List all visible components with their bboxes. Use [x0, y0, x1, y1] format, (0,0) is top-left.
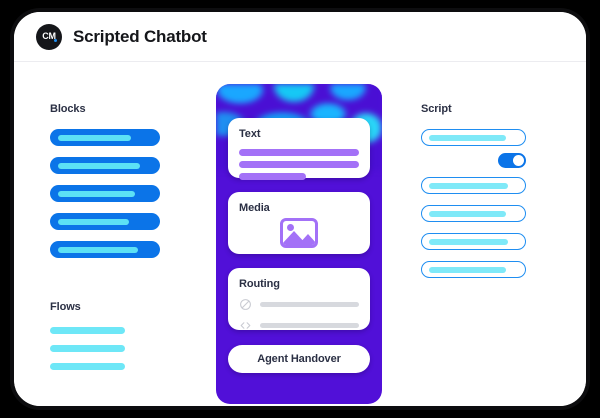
routing-row[interactable] [239, 319, 359, 332]
script-pill[interactable] [421, 261, 526, 278]
flows-heading: Flows [50, 301, 81, 313]
app-header: CM Scripted Chatbot [14, 12, 586, 62]
app-window: CM Scripted Chatbot Blocks Flows [14, 12, 586, 406]
script-pill[interactable] [421, 177, 526, 194]
block-pill[interactable] [50, 157, 160, 174]
workspace: Blocks Flows Text Media [14, 63, 586, 406]
image-sun-shape [287, 224, 294, 231]
script-pill-fill [429, 210, 506, 217]
script-panel: Script [421, 103, 526, 289]
script-pill-fill [429, 238, 508, 245]
block-card-routing-title: Routing [239, 278, 280, 290]
page-title: Scripted Chatbot [73, 26, 207, 46]
script-pill[interactable] [421, 205, 526, 222]
routing-rows [239, 298, 359, 332]
block-card-routing[interactable]: Routing [228, 268, 370, 330]
blocks-heading: Blocks [50, 103, 86, 115]
routing-row-line [260, 323, 359, 328]
no-entry-icon [239, 298, 252, 311]
phone-preview: Text Media Routing [216, 84, 382, 404]
block-pill-fill [58, 218, 130, 225]
device-frame: CM Scripted Chatbot Blocks Flows [10, 8, 590, 410]
flow-bar[interactable] [50, 327, 125, 334]
block-pill[interactable] [50, 213, 160, 230]
script-heading: Script [421, 103, 452, 115]
block-card-media-title: Media [239, 202, 270, 214]
text-content-line [239, 161, 359, 168]
block-card-text[interactable]: Text [228, 118, 370, 180]
routing-row-line [260, 302, 359, 307]
cm-brand-circle-icon: CM [36, 23, 62, 50]
routing-row[interactable] [239, 298, 359, 311]
blocks-list [50, 129, 160, 258]
block-pill[interactable] [50, 185, 160, 202]
block-card-text-lines [239, 149, 359, 180]
block-pill-fill [58, 162, 140, 169]
flows-list [50, 327, 160, 370]
logo-text: CM [42, 31, 56, 41]
script-pill-fill [429, 134, 506, 141]
block-card-text-title: Text [239, 128, 261, 140]
blocks-panel: Blocks [50, 103, 160, 269]
script-pill[interactable] [421, 233, 526, 250]
script-pill[interactable] [421, 129, 526, 146]
block-pill-fill [58, 190, 135, 197]
block-pill-fill [58, 134, 132, 141]
agent-handover-button[interactable]: Agent Handover [228, 345, 370, 373]
text-content-line [239, 149, 359, 156]
script-toggle-knob [513, 155, 524, 166]
script-pill-fill [429, 266, 506, 273]
code-brackets-icon [239, 319, 252, 332]
logo-dot-icon [54, 38, 57, 42]
block-pill[interactable] [50, 129, 160, 146]
block-pill[interactable] [50, 241, 160, 258]
flows-panel: Flows [50, 301, 160, 381]
flow-bar[interactable] [50, 363, 125, 370]
block-pill-fill [58, 246, 138, 253]
flow-bar[interactable] [50, 345, 125, 352]
agent-handover-label: Agent Handover [257, 353, 341, 365]
image-mountain-small-shape [298, 234, 315, 245]
script-list [421, 129, 526, 278]
script-pill-fill [429, 182, 508, 189]
text-content-line [239, 173, 307, 180]
image-placeholder-icon [280, 218, 318, 248]
media-icon-wrapper [239, 218, 359, 248]
block-card-media[interactable]: Media [228, 192, 370, 254]
script-toggle-row [421, 153, 526, 168]
script-enabled-toggle[interactable] [498, 153, 526, 168]
